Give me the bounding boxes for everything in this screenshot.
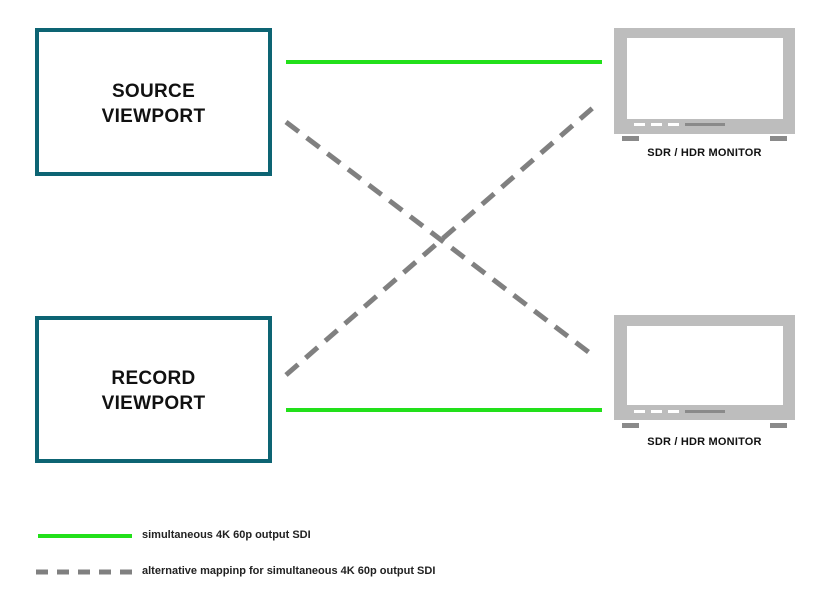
source-viewport-box xyxy=(35,28,272,176)
dashed-link-source-bottom-monitor xyxy=(284,120,597,359)
record-viewport-line2: VIEWPORT xyxy=(101,393,206,414)
legend-solid-text: simultaneous 4K 60p output SDI xyxy=(142,529,311,541)
record-viewport-line1: RECORD xyxy=(111,368,196,389)
record-viewport-label: RECORD VIEWPORT xyxy=(37,366,270,416)
source-viewport-line1: SOURCE xyxy=(111,81,196,102)
source-viewport-label: SOURCE VIEWPORT xyxy=(37,79,270,129)
record-viewport-box xyxy=(35,316,272,463)
monitor-icon-bottom xyxy=(614,315,795,428)
source-viewport-line2: VIEWPORT xyxy=(101,106,206,127)
dashed-link-record-top-monitor xyxy=(284,104,597,377)
legend-dashed-text: alternative mappinp for simultaneous 4K … xyxy=(142,565,436,577)
monitor-icon-top xyxy=(614,28,795,141)
top-monitor-label: SDR / HDR MONITOR xyxy=(647,147,762,159)
bottom-monitor-label: SDR / HDR MONITOR xyxy=(647,436,762,448)
